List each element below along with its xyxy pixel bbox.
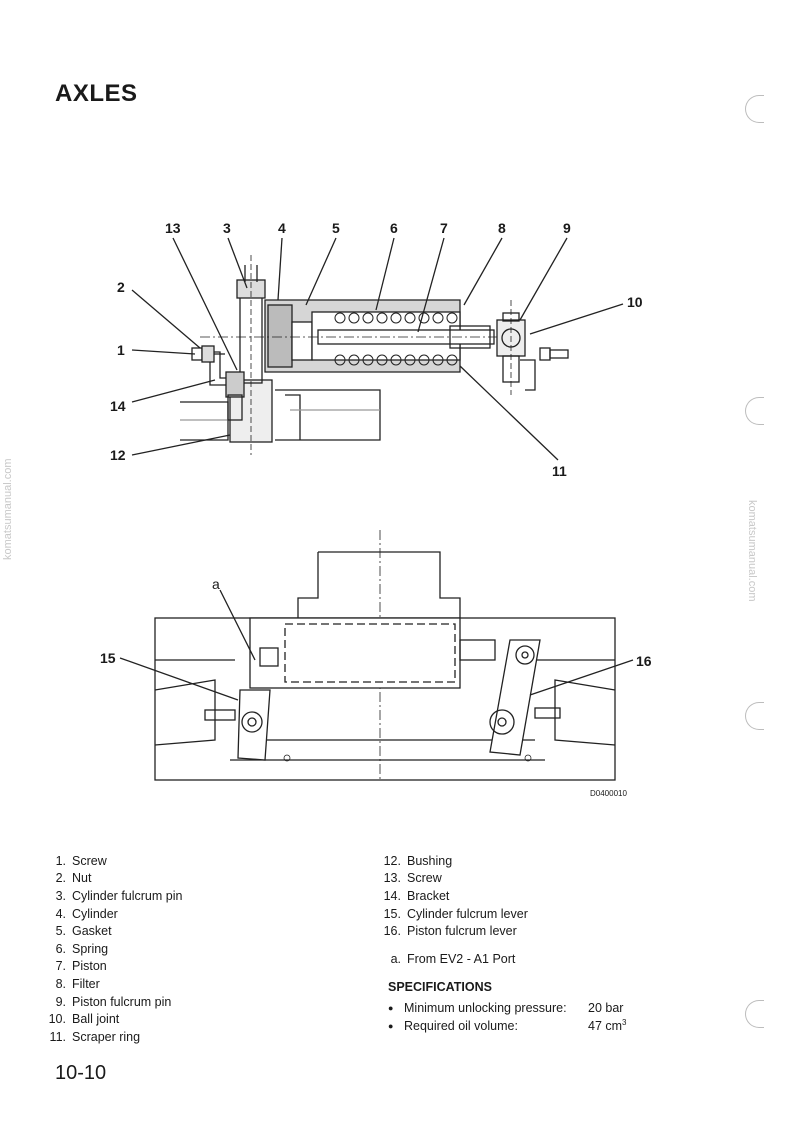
page-number: 10-10	[55, 1062, 107, 1084]
punch-hole	[745, 95, 764, 123]
callout-16: 16	[636, 653, 652, 669]
callout-1: 1	[117, 342, 125, 358]
list-item: 14.Bracket	[383, 888, 450, 903]
list-item: 11.Scraper ring	[49, 1029, 141, 1044]
specifications-title: SPECIFICATIONS	[388, 979, 492, 994]
spec-row: ● Minimum unlocking pressure: 20 bar	[388, 1000, 624, 1015]
list-item: 4.Cylinder	[55, 906, 118, 921]
legend-left: 1.Screw 2.Nut 3.Cylinder fulcrum pin 4.C…	[40, 852, 350, 1046]
punch-hole	[745, 702, 764, 730]
callout-7: 7	[440, 220, 448, 236]
callout-6: 6	[390, 220, 398, 236]
callout-9: 9	[563, 220, 571, 236]
punch-hole	[745, 1000, 764, 1028]
legend-right: 12.Bushing 13.Screw 14.Bracket 15.Cylind…	[375, 852, 675, 1035]
callout-a: a	[212, 576, 220, 592]
callout-8: 8	[498, 220, 506, 236]
list-item: 8.Filter	[55, 976, 100, 991]
callout-2: 2	[117, 279, 125, 295]
drawing-code: D0400010	[590, 789, 627, 798]
list-item: 15.Cylinder fulcrum lever	[383, 906, 528, 921]
list-item: 7.Piston	[55, 959, 107, 974]
callout-10: 10	[627, 294, 643, 310]
list-item: 16.Piston fulcrum lever	[383, 924, 517, 939]
legend-note: a.From EV2 - A1 Port	[390, 951, 516, 966]
page-title: AXLES	[55, 80, 138, 107]
callout-11: 11	[552, 463, 567, 479]
list-item: 12.Bushing	[383, 853, 453, 868]
callout-4: 4	[278, 220, 286, 236]
callout-5: 5	[332, 220, 340, 236]
axle-cylinder-drawing	[119, 237, 634, 781]
list-item: 1.Screw	[55, 853, 107, 868]
bullet-icon: ●	[388, 1020, 394, 1031]
list-item: 6.Spring	[55, 941, 109, 956]
bullet-icon: ●	[388, 1002, 394, 1013]
list-item: 9.Piston fulcrum pin	[55, 994, 172, 1009]
callout-3: 3	[223, 220, 231, 236]
punch-hole	[745, 397, 764, 425]
spec-row: ● Required oil volume: 47 cm3	[388, 1017, 627, 1034]
callout-14: 14	[110, 398, 126, 414]
list-item: 13.Screw	[383, 871, 442, 886]
list-item: 5.Gasket	[55, 924, 112, 939]
callout-15: 15	[100, 650, 116, 666]
list-item: 2.Nut	[55, 871, 92, 886]
callout-12: 12	[110, 447, 126, 463]
list-item: 3.Cylinder fulcrum pin	[55, 888, 183, 903]
callout-13: 13	[165, 220, 181, 236]
list-item: 10.Ball joint	[48, 1012, 120, 1027]
